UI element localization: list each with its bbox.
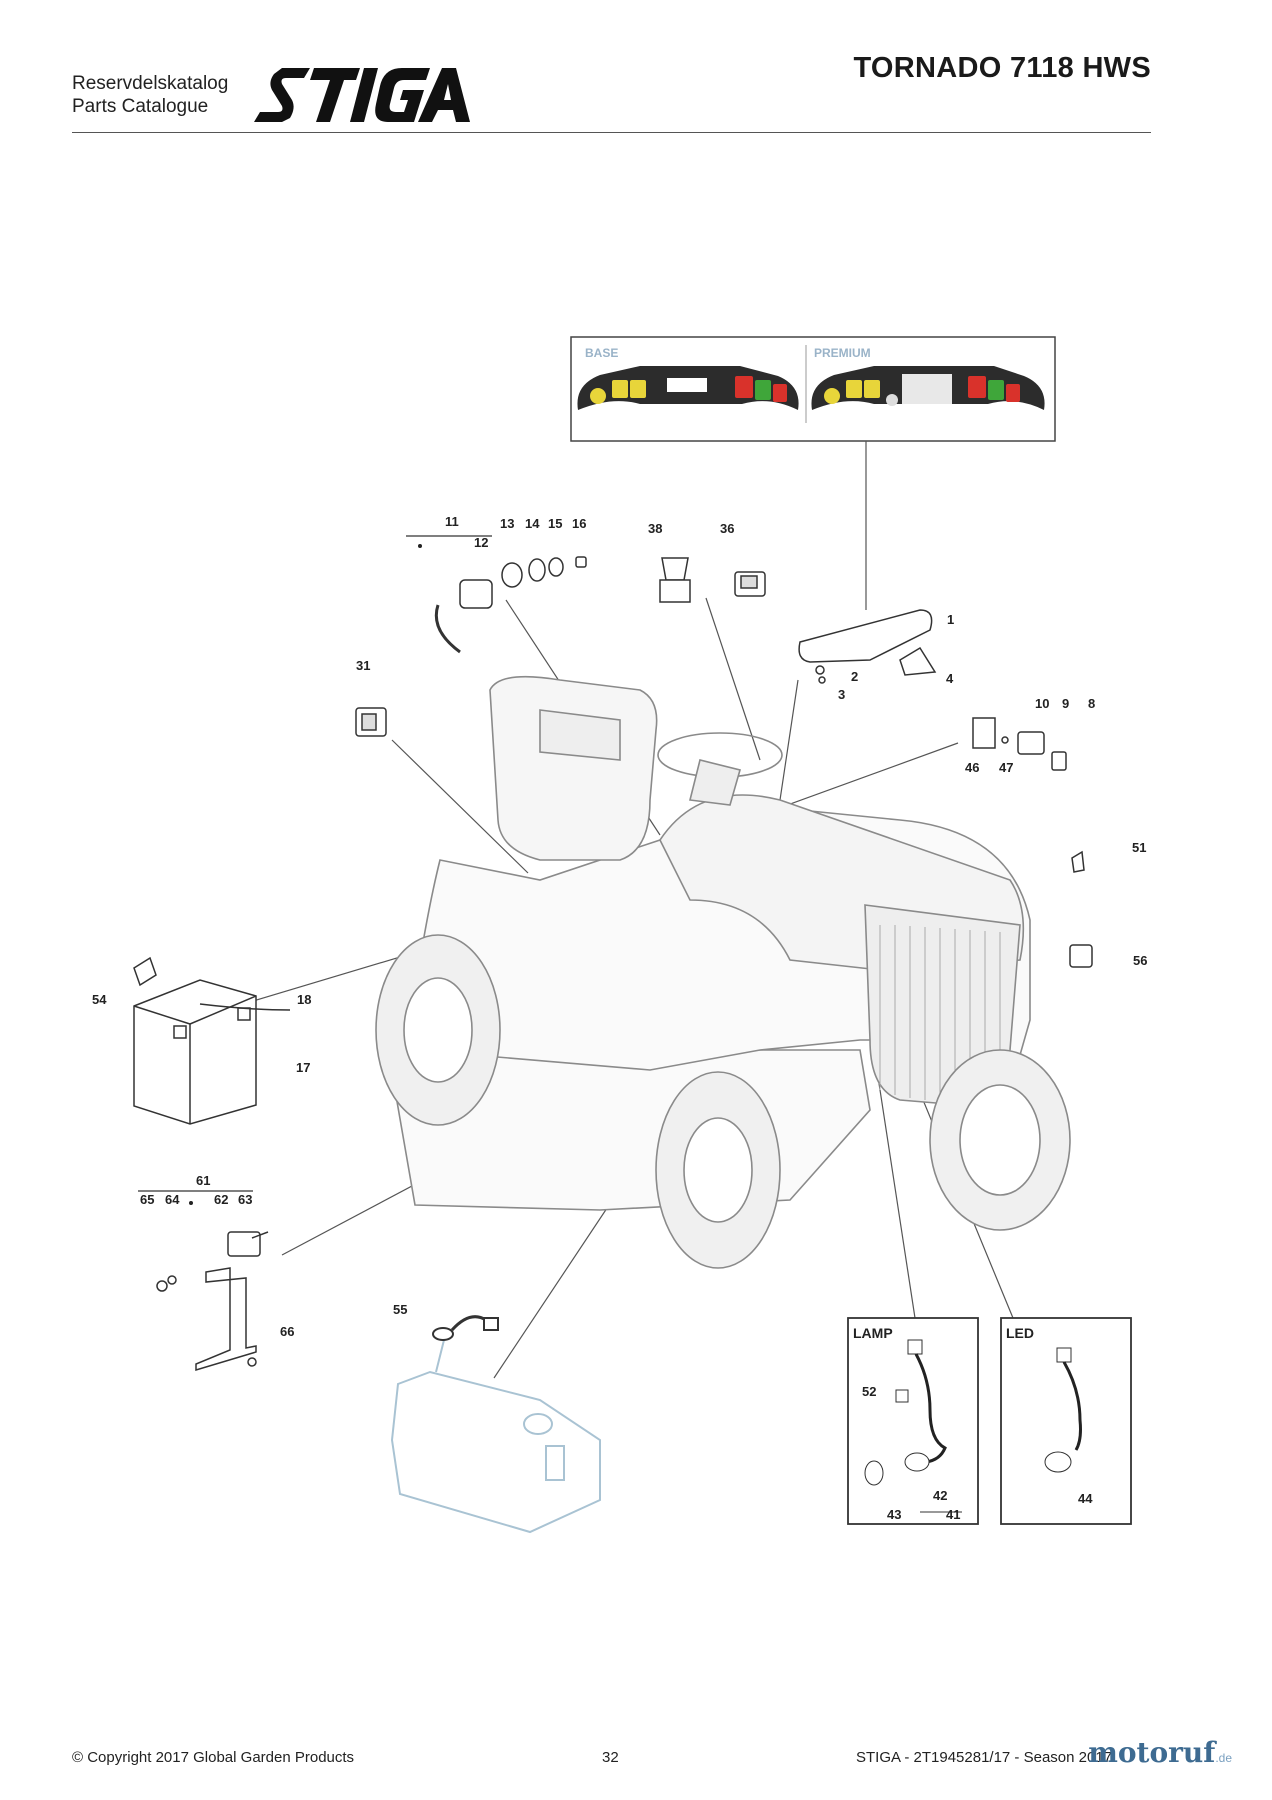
callout-3: 3 — [838, 687, 845, 702]
subtitle-line-1: Reservdelskatalog — [72, 73, 229, 94]
callout-55: 55 — [393, 1302, 407, 1317]
callout-31: 31 — [356, 658, 370, 673]
relay-56-part — [1069, 944, 1093, 968]
lamp-label: LAMP — [853, 1325, 893, 1341]
callout-9: 9 — [1062, 696, 1069, 711]
watermark-suffix: .de — [1215, 1751, 1232, 1765]
battery-part — [133, 956, 291, 1125]
callout-36: 36 — [720, 521, 734, 536]
copyright-notice: © Copyright 2017 Global Garden Products — [72, 1749, 355, 1766]
led-label: LED — [1006, 1325, 1034, 1341]
group-dot-11 — [418, 544, 422, 548]
switch-38-part — [659, 557, 691, 603]
callout-13: 13 — [500, 516, 514, 531]
fuel-tank-part — [390, 1315, 601, 1534]
premium-display-graphic — [811, 366, 1045, 410]
group-brackets — [138, 535, 492, 1192]
callout-47: 47 — [999, 760, 1013, 775]
header-divider — [72, 132, 1151, 133]
callout-65: 65 — [140, 1192, 154, 1207]
watermark-name: motoruf — [1088, 1736, 1216, 1769]
switch-36-part — [734, 571, 766, 597]
callout-4: 4 — [946, 671, 954, 686]
led-box: LED — [1000, 1317, 1132, 1525]
switch-31-part — [355, 707, 387, 737]
model-title: TORNADO 7118 HWS — [853, 52, 1151, 84]
relay-block-part — [972, 717, 1067, 771]
lamp-box: LAMP — [847, 1317, 979, 1525]
callout-11: 11 — [445, 514, 459, 529]
callout-51: 51 — [1132, 840, 1146, 855]
subtitle-line-2: Parts Catalogue — [72, 96, 209, 117]
callout-63: 63 — [238, 1192, 252, 1207]
dashboard-panel-inset: BASE PREMIUM — [570, 336, 1056, 442]
dashboard-cover-part — [798, 609, 937, 684]
premium-label: PREMIUM — [814, 346, 871, 360]
motoruf-watermark: motoruf.de — [1088, 1736, 1232, 1769]
lawn-tractor-illustration — [375, 675, 1071, 1269]
callout-52: 52 — [862, 1384, 876, 1399]
callout-1: 1 — [947, 612, 954, 627]
callout-62: 62 — [214, 1192, 228, 1207]
callout-8: 8 — [1088, 696, 1095, 711]
bracket-assembly-part — [156, 1231, 269, 1372]
base-label: BASE — [585, 346, 618, 360]
ignition-switch-part — [434, 556, 587, 654]
stiga-logo — [252, 64, 472, 131]
callout-10: 10 — [1035, 696, 1049, 711]
callout-43: 43 — [887, 1507, 901, 1522]
callout-56: 56 — [1133, 953, 1147, 968]
callout-18: 18 — [297, 992, 311, 1007]
callout-54: 54 — [92, 992, 107, 1007]
callout-64: 64 — [165, 1192, 180, 1207]
base-display-graphic — [577, 366, 799, 410]
callout-41: 41 — [946, 1507, 960, 1522]
callout-12: 12 — [474, 535, 488, 550]
callout-38: 38 — [648, 521, 662, 536]
catalog-subtitle: Reservdelskatalog Parts Catalogue — [72, 72, 228, 118]
callout-61: 61 — [196, 1173, 210, 1188]
callout-42: 42 — [933, 1488, 947, 1503]
clip-51-part — [1071, 850, 1085, 873]
callout-14: 14 — [525, 516, 540, 531]
group-dot-61 — [189, 1201, 193, 1205]
callout-17: 17 — [296, 1060, 310, 1075]
callout-44: 44 — [1078, 1491, 1093, 1506]
callout-15: 15 — [548, 516, 562, 531]
callout-66: 66 — [280, 1324, 294, 1339]
callout-46: 46 — [965, 760, 979, 775]
callout-16: 16 — [572, 516, 586, 531]
catalog-reference: STIGA - 2T1945281/17 - Season 2017 — [856, 1749, 1113, 1766]
page-number: 32 — [602, 1749, 619, 1766]
callout-2: 2 — [851, 669, 858, 684]
